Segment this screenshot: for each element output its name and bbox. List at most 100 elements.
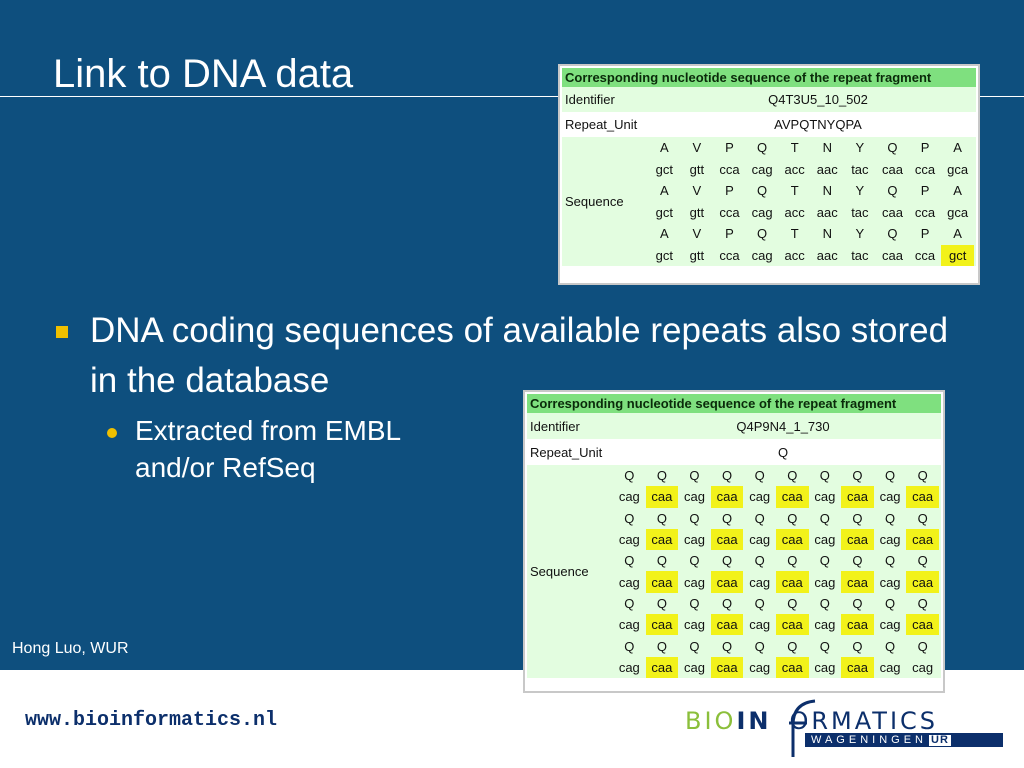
codon-cell: cag	[879, 617, 901, 633]
logo-rest: ORMATICS	[789, 707, 939, 735]
amino-acid-cell: Q	[787, 468, 798, 484]
repeat-unit-row: Repeat_Unit AVPQTNYQPA	[562, 112, 976, 137]
amino-acid-cell: Y	[855, 140, 865, 156]
codon-cell: cag	[618, 574, 640, 590]
codon-cell: gct	[655, 161, 673, 177]
amino-acid-cell: Q	[754, 638, 765, 654]
amino-acid-cell: Q	[787, 638, 798, 654]
amino-acid-cell: P	[725, 226, 734, 242]
bullet-point-sub: Extracted from EMBL and/or RefSeq	[135, 415, 402, 483]
codon-cell: cag	[879, 532, 901, 548]
amino-acid-cell: Q	[624, 468, 635, 484]
repeat-unit-row: Repeat_Unit Q	[527, 439, 941, 465]
amino-acid-cell: P	[725, 140, 734, 156]
amino-acid-cell: Q	[656, 468, 667, 484]
codon-cell: caa	[841, 528, 874, 551]
codon-cell: gtt	[689, 204, 705, 220]
amino-acid-cell: Q	[917, 638, 928, 654]
slide-title: Link to DNA data	[53, 52, 354, 96]
codon-cell: caa	[710, 614, 744, 636]
codon-cell: caa	[775, 486, 809, 508]
codon-cell: caa	[841, 614, 874, 636]
amino-acid-cell: Q	[757, 140, 768, 156]
codon-cell: gca	[947, 204, 969, 220]
codon-cell: gct	[655, 204, 673, 220]
amino-acid-cell: T	[790, 140, 799, 156]
amino-acid-cell: Q	[689, 638, 700, 654]
amino-acid-cell: Q	[689, 595, 700, 611]
codon-cell: cca	[914, 247, 936, 263]
amino-acid-cell: N	[822, 140, 832, 156]
codon-cell: caa	[710, 571, 744, 593]
amino-acid-cell: Q	[887, 140, 898, 156]
amino-acid-cell: Q	[887, 226, 898, 242]
sequence-table-2: Corresponding nucleotide sequence of the…	[523, 390, 945, 693]
amino-acid-cell: A	[659, 140, 669, 156]
amino-acid-cell: Q	[852, 510, 863, 526]
amino-acid-cell: P	[920, 140, 930, 156]
amino-acid-cell: Q	[624, 595, 635, 611]
codon-cell: cca	[914, 204, 936, 220]
codon-cell: gtt	[689, 161, 705, 177]
identifier-row: Identifier Q4T3U5_10_502	[562, 87, 976, 112]
amino-acid-cell: Q	[757, 183, 768, 199]
codon-cell: caa	[881, 204, 903, 220]
amino-acid-cell: N	[822, 183, 832, 199]
identifier-label: Identifier	[530, 418, 580, 434]
identifier-value: Q4P9N4_1_730	[736, 418, 830, 434]
codon-cell: cca	[914, 161, 936, 177]
amino-acid-cell: Q	[884, 595, 896, 611]
codon-cell: caa	[710, 656, 744, 678]
website-link[interactable]: www.bioinformatics.nl	[25, 709, 278, 732]
codon-cell: cag	[684, 489, 705, 505]
amino-acid-cell: Q	[787, 553, 798, 569]
codon-cell: caa	[645, 571, 679, 593]
codon-cell: caa	[906, 528, 939, 551]
amino-acid-cell: Q	[754, 553, 765, 569]
round-bullet-icon	[107, 428, 117, 438]
codon-cell: gca	[947, 161, 969, 177]
amino-acid-cell: Q	[624, 553, 635, 569]
amino-acid-cell: Q	[917, 595, 928, 611]
amino-acid-cell: N	[822, 226, 832, 242]
codon-cell: cag	[618, 617, 640, 633]
amino-acid-cell: Q	[656, 638, 667, 654]
amino-acid-cell: Q	[757, 226, 768, 242]
repeat-unit-value: Q	[777, 444, 789, 460]
logo-in: IN	[736, 707, 772, 735]
amino-acid-cell: Q	[754, 510, 765, 526]
amino-acid-cell: Q	[884, 468, 896, 484]
codon-cell: tac	[851, 247, 869, 263]
amino-acid-cell: Q	[722, 638, 733, 654]
codon-cell: caa	[775, 614, 809, 636]
codon-cell: cag	[618, 532, 640, 548]
codon-cell: cag	[684, 617, 705, 633]
amino-acid-cell: Q	[656, 553, 667, 569]
codon-cell: caa	[775, 571, 809, 593]
codon-cell: cag	[618, 659, 640, 675]
codon-cell: cag	[684, 659, 705, 675]
amino-acid-cell: Q	[852, 595, 863, 611]
repeat-unit-label: Repeat_Unit	[565, 117, 638, 132]
amino-acid-cell: Q	[722, 468, 733, 484]
codon-cell: caa	[645, 486, 679, 508]
amino-acid-cell: A	[659, 226, 669, 242]
amino-acid-cell: P	[920, 183, 930, 199]
amino-acid-cell: T	[790, 226, 799, 242]
logo-bio: BIO	[685, 707, 737, 735]
repeat-unit-label: Repeat_Unit	[530, 444, 603, 460]
amino-acid-cell: Q	[917, 510, 928, 526]
amino-acid-cell: Y	[855, 183, 865, 199]
amino-acid-cell: A	[659, 183, 669, 199]
amino-acid-cell: Q	[787, 510, 798, 526]
codon-cell: caa	[645, 614, 679, 636]
amino-acid-cell: Q	[884, 553, 896, 569]
amino-acid-cell: Q	[917, 553, 928, 569]
codon-cell: caa	[775, 528, 809, 551]
codon-cell: cag	[814, 659, 836, 675]
amino-acid-cell: Q	[722, 553, 733, 569]
table-header: Corresponding nucleotide sequence of the…	[562, 68, 976, 87]
table-header: Corresponding nucleotide sequence of the…	[527, 394, 941, 413]
